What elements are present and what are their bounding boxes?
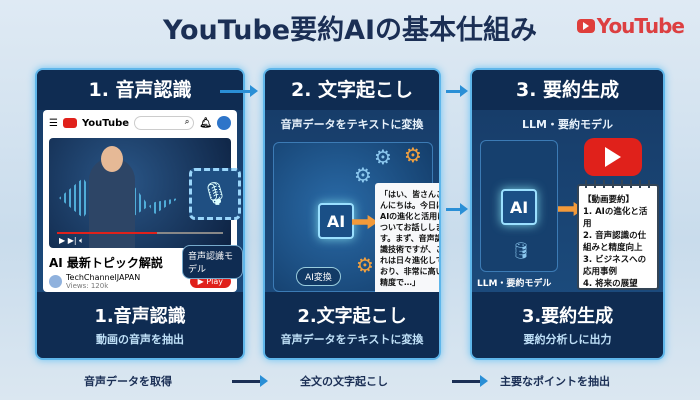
- bottom-step-2: 全文の文字起こし: [300, 375, 388, 388]
- view-count: Views: 120k: [66, 282, 109, 290]
- step-3-footer-title: 3.要約生成: [521, 306, 614, 327]
- step-3-panel: 3. 要約生成 LLM・要約モデル AI 🛢︎ LLM・要約モデル 【動画要約】…: [470, 68, 665, 360]
- step-3-footer-subtitle: 要約分析しに出力: [523, 333, 612, 346]
- youtube-brand: YouTube: [81, 117, 130, 129]
- neural-network: AI 🛢︎: [480, 140, 558, 272]
- step-3-header: 3. 要約生成: [472, 70, 663, 110]
- summary-item: 1. AIの進化と活用: [583, 207, 648, 229]
- summary-title: 【動画要約】: [583, 195, 635, 205]
- progress-bar[interactable]: [57, 232, 223, 234]
- menu-icon[interactable]: ☰: [49, 117, 58, 129]
- ai-convert-badge: AI変換: [296, 267, 341, 286]
- step-3-footer: 3.要約生成 要約分析しに出力: [472, 292, 663, 358]
- step-3-subtitle: LLM・要約モデル: [522, 118, 613, 131]
- step-2-footer: 2.文字起こし 音声データをテキストに変換: [265, 292, 439, 358]
- youtube-logo-text: YouTube: [596, 14, 685, 38]
- summary-note: 【動画要約】 1. AIの進化と活用 2. 音声認識の仕組みと精度向上 3. ビ…: [577, 180, 659, 290]
- llm-model-label: LLM・要約モデル: [477, 279, 552, 289]
- microphone-chip-icon: 🎙︎: [189, 168, 241, 220]
- bottom-arrow: [452, 375, 488, 387]
- transcript-scroll: 「はい、皆さんこんにちは。今日はAIの進化と活用についてお話しします。まず、音声…: [375, 183, 439, 301]
- ai-chip-icon: AI: [318, 203, 354, 239]
- step-1-footer-subtitle: 動画の音声を抽出: [96, 333, 184, 346]
- summary-item: 2. 音声認識の仕組みと精度向上: [583, 231, 647, 253]
- avatar[interactable]: [217, 116, 231, 130]
- step-2-footer-title: 2.文字起こし: [297, 306, 407, 327]
- bell-icon[interactable]: 🔔︎: [199, 117, 212, 129]
- step-2-header: 2. 文字起こし: [265, 70, 439, 110]
- flow-arrow: [446, 203, 468, 215]
- flow-arrow: [446, 85, 468, 97]
- gear-icon: ⚙: [356, 253, 374, 277]
- search-input[interactable]: ⌕: [134, 116, 195, 130]
- youtube-play-icon: [584, 138, 642, 176]
- gear-icon: ⚙: [374, 145, 392, 169]
- youtube-logo: YouTube: [576, 14, 685, 38]
- bottom-arrow: [232, 375, 268, 387]
- gear-icon: ⚙: [354, 163, 372, 187]
- bottom-step-1: 音声データを取得: [84, 375, 172, 388]
- step-2-subtitle: 音声データをテキストに変換: [280, 118, 424, 131]
- search-icon[interactable]: ⌕: [184, 117, 190, 126]
- video-title: AI 最新トピック解説: [49, 256, 163, 270]
- speaker-illustration: [89, 146, 135, 248]
- step-1-header: 1. 音声認識: [37, 70, 243, 110]
- channel-avatar: [49, 275, 62, 288]
- summary-item: 3. ビジネスへの応用事例: [583, 255, 647, 277]
- channel-name: TechChannelJAPAN: [66, 273, 141, 282]
- summary-item: 4. 将来の展望: [583, 279, 638, 289]
- database-icon: 🛢︎: [511, 241, 532, 260]
- youtube-toolbar: ☰ YouTube ⌕ 🔔︎: [43, 110, 237, 136]
- step-1-footer: 1.音声認識 動画の音声を抽出: [37, 292, 243, 358]
- step-1-panel: 1. 音声認識 ☰ YouTube ⌕ 🔔︎ ▶ ▶| 🔈︎ AI 最新トピック…: [35, 68, 245, 360]
- player-controls[interactable]: ▶ ▶| 🔈︎: [59, 236, 84, 245]
- flow-arrow: [220, 85, 258, 97]
- youtube-logo-icon: [62, 118, 77, 128]
- step-2-panel: 2. 文字起こし 音声データをテキストに変換 AI ⚙ ⚙ ⚙ ⚙ AI変換 「…: [263, 68, 441, 360]
- gear-icon: ⚙: [404, 143, 422, 167]
- page-title: YouTube要約AIの基本仕組み: [162, 15, 538, 46]
- bottom-step-3: 主要なポイントを抽出: [500, 375, 610, 388]
- speech-model-label: 音声認識モデル: [182, 245, 243, 279]
- ai-chip-icon: AI: [501, 189, 537, 225]
- step-2-footer-subtitle: 音声データをテキストに変換: [280, 333, 424, 346]
- play-icon: [576, 19, 595, 33]
- step-1-footer-title: 1.音声認識: [94, 306, 186, 327]
